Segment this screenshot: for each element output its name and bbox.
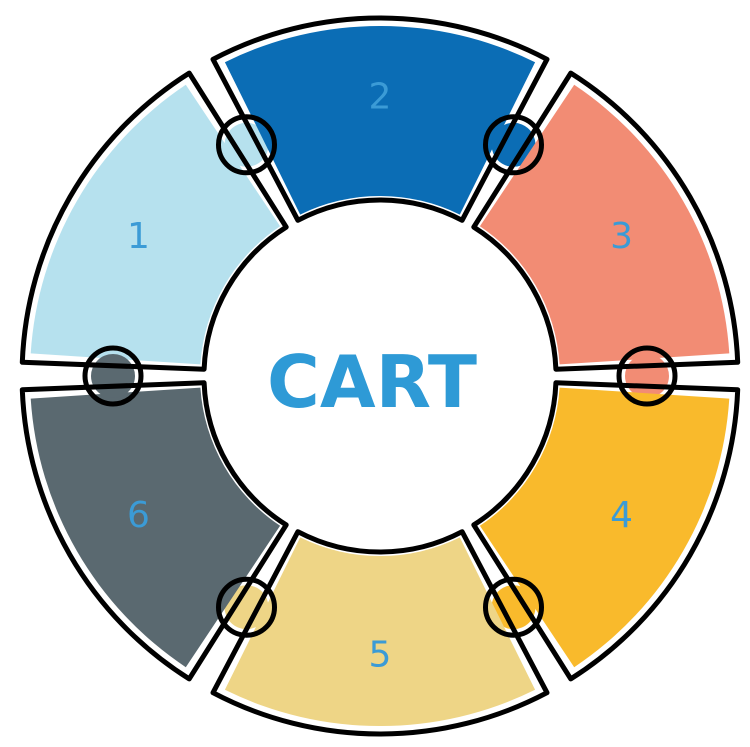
- center-title: CART: [267, 340, 477, 424]
- segment-3-tab: [625, 354, 669, 398]
- segment-1-number: 1: [127, 216, 150, 257]
- segment-6-number: 6: [127, 495, 150, 536]
- segment-2-fill: [225, 26, 535, 215]
- segment-5-fill: [225, 537, 535, 726]
- segment-2-number: 2: [369, 77, 392, 118]
- segment-3-number: 3: [610, 216, 633, 257]
- segment-4-number: 4: [610, 495, 633, 536]
- segment-6-tab: [91, 354, 135, 398]
- segment-5-number: 5: [369, 635, 392, 676]
